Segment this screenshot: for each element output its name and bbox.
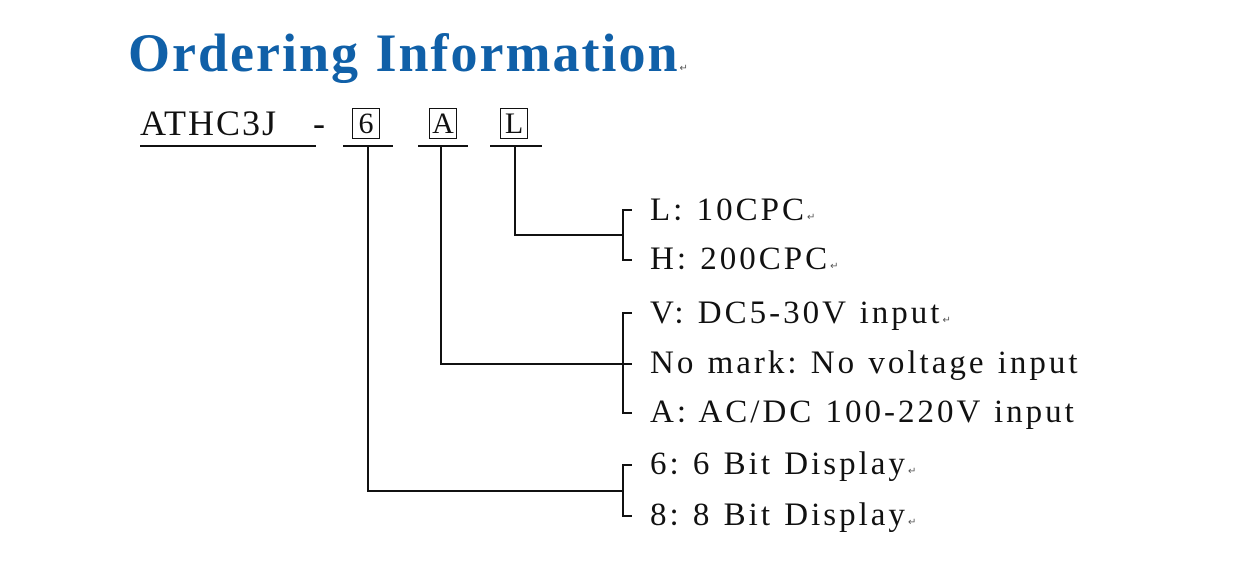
model-separator: - (313, 103, 325, 143)
option-voltage-none: No mark: No voltage input (650, 345, 1081, 381)
option-voltage-a: A: AC/DC 100-220V input (650, 394, 1077, 430)
display-bracket (622, 464, 632, 517)
voltage-connector (440, 146, 623, 365)
code-box-pulse: L (500, 108, 528, 139)
pulse-bracket (622, 209, 632, 261)
model-name: ATHC3J (140, 103, 279, 143)
option-pulse-h: H: 200CPC↵ (650, 241, 839, 277)
code-box-voltage: A (429, 108, 457, 139)
pulse-connector (514, 146, 623, 236)
option-display-6: 6: 6 Bit Display↵ (650, 446, 917, 482)
display-connector (367, 146, 623, 492)
option-pulse-l: L: 10CPC↵ (650, 192, 816, 228)
title-text: Ordering Information (128, 23, 680, 83)
option-display-8: 8: 8 Bit Display↵ (650, 497, 917, 533)
code-box-display: 6 (352, 108, 380, 139)
page-title: Ordering Information↵ (128, 22, 688, 84)
return-mark: ↵ (679, 63, 688, 74)
option-voltage-v: V: DC5-30V input↵ (650, 295, 951, 331)
